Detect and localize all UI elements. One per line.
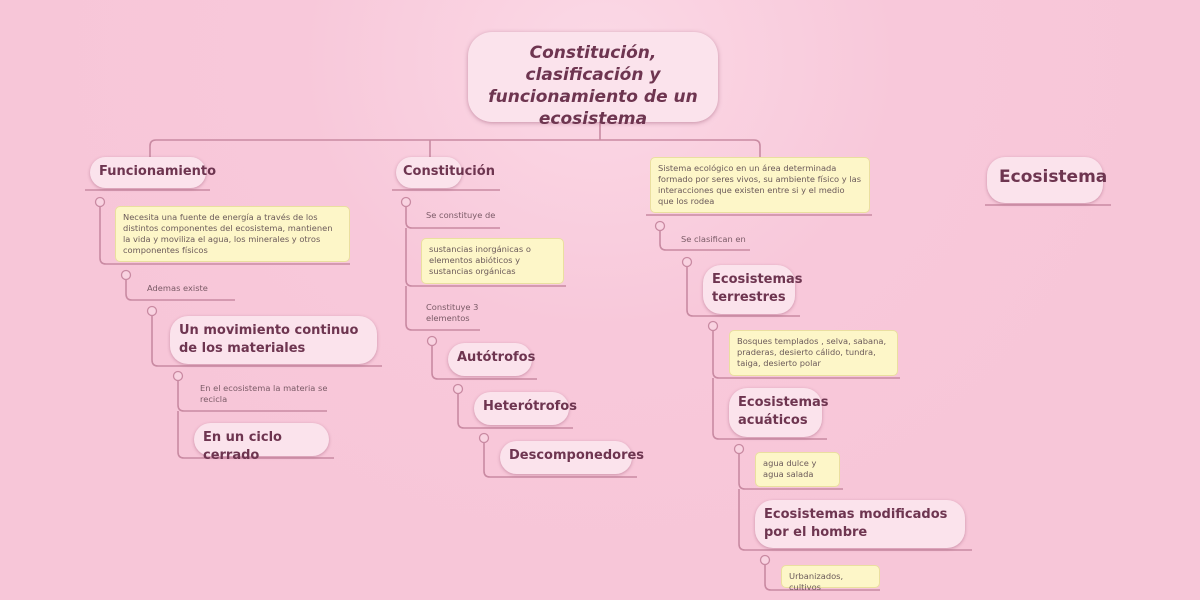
label-ademas-existe[interactable]: Ademas existe: [147, 283, 208, 293]
note-terrestres[interactable]: Bosques templados , selva, sabana, prade…: [729, 330, 898, 376]
topic-movimiento-continuo[interactable]: Un movimiento continuo de los materiales: [170, 316, 377, 364]
topic-ecosistemas-acuaticos[interactable]: Ecosistemas acuáticos: [729, 388, 829, 437]
topic-heterotrofos[interactable]: Heterótrofos: [474, 392, 577, 425]
note-modificados[interactable]: Urbanizados, cultivos: [781, 565, 880, 592]
note-energia[interactable]: Necesita una fuente de energía a través …: [115, 206, 350, 262]
topic-ecosistemas-terrestres[interactable]: Ecosistemas terrestres: [703, 265, 803, 314]
label-materia-recicla[interactable]: En el ecosistema la materia se recicla: [200, 383, 328, 404]
label-constituye-3[interactable]: Constituye 3 elementos: [426, 302, 479, 323]
topic-funcionamiento[interactable]: Funcionamiento: [90, 157, 216, 188]
note-sistema-ecologico[interactable]: Sistema ecológico en un área determinada…: [650, 157, 870, 213]
topic-ecosistemas-modificados[interactable]: Ecosistemas modificados por el hombre: [755, 500, 965, 548]
note-sustancias[interactable]: sustancias inorgánicas o elementos abiót…: [421, 238, 564, 284]
root-topic[interactable]: Constitución, clasificación y funcionami…: [468, 32, 718, 129]
label-se-clasifican[interactable]: Se clasifican en: [681, 234, 746, 244]
topic-descomponedores[interactable]: Descomponedores: [500, 441, 644, 474]
note-acuaticos[interactable]: agua dulce y agua salada: [755, 452, 840, 487]
topic-autotrofos[interactable]: Autótrofos: [448, 343, 535, 376]
topic-ciclo-cerrado[interactable]: En un ciclo cerrado: [194, 423, 329, 463]
floating-topic-ecosistema[interactable]: Ecosistema: [987, 157, 1107, 203]
topic-constitucion[interactable]: Constitución: [396, 157, 495, 188]
label-se-constituye[interactable]: Se constituye de: [426, 210, 496, 220]
